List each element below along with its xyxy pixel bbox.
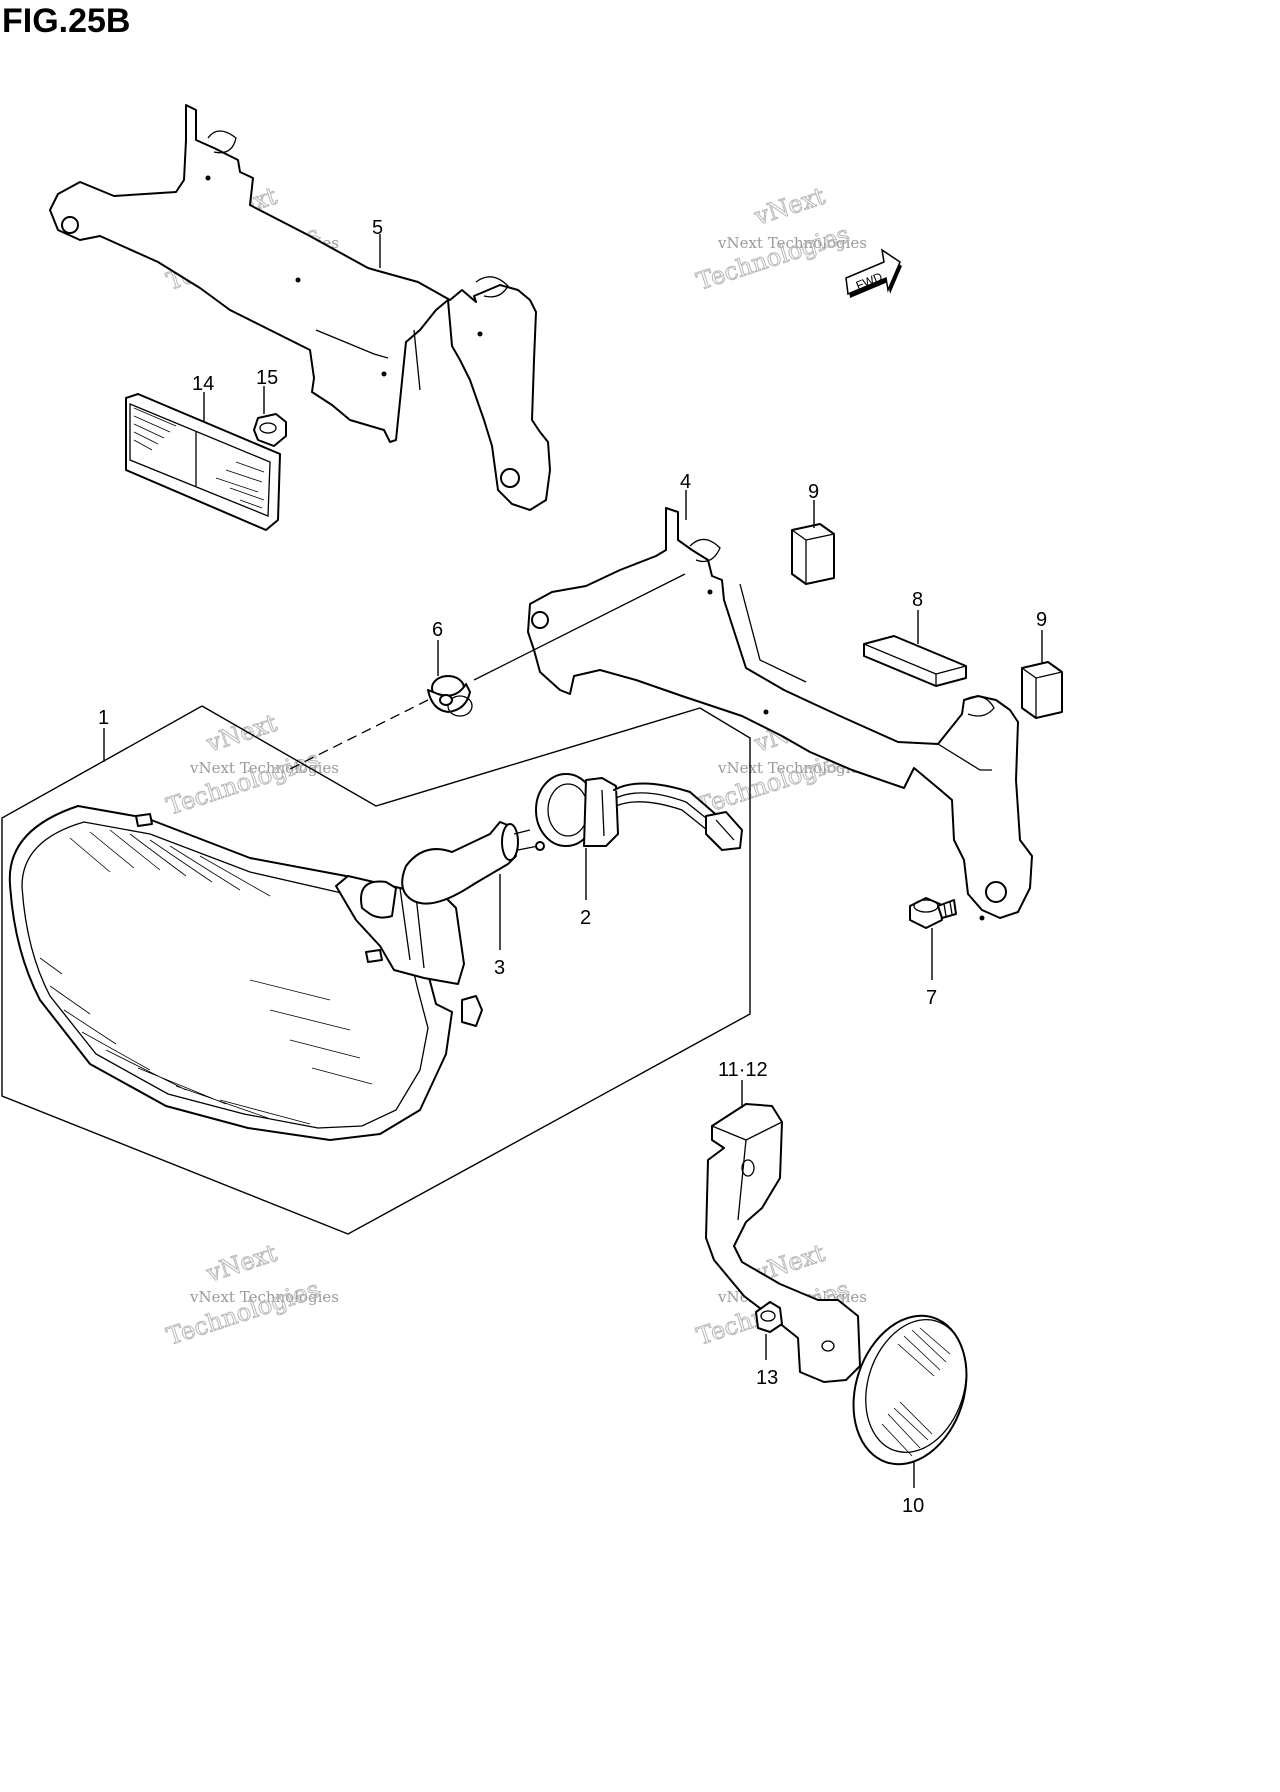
- svg-text:Technologies: Technologies: [163, 745, 323, 821]
- alignment-line: [473, 573, 686, 681]
- part-13-nut: [755, 1301, 783, 1333]
- part-2-socket: [535, 773, 743, 851]
- part-8-cushion: [863, 635, 967, 687]
- callout-13: 13: [756, 1367, 778, 1389]
- part-9-cushion-upper: [791, 523, 835, 585]
- callout-9-upper: 9: [808, 481, 819, 503]
- part-7-bolt: [909, 897, 957, 929]
- callout-11-12: 11·12: [718, 1059, 768, 1081]
- callout-14: 14: [192, 373, 214, 395]
- part-14-reflector: [125, 393, 281, 531]
- svg-text:Technologies: Technologies: [693, 220, 853, 296]
- alignment-line-dashed: [287, 699, 429, 771]
- part-3-bulb: [401, 821, 545, 905]
- svg-text:vNext Technologies: vNext Technologies: [717, 759, 867, 777]
- svg-text:vNext: vNext: [202, 1239, 280, 1288]
- part-1-tail-lamp: [1, 705, 751, 1235]
- part-10-reflector: [852, 1314, 968, 1466]
- callout-8: 8: [912, 589, 923, 611]
- fwd-arrow-icon: FWD: [845, 248, 902, 298]
- watermark-mid-left: vNext vNext Technologies Technologies: [163, 708, 339, 821]
- callout-10: 10: [902, 1495, 924, 1517]
- callout-2: 2: [580, 907, 591, 929]
- figure-title: FIG.25B: [2, 2, 131, 40]
- callout-9-lower: 9: [1036, 609, 1047, 631]
- callout-7: 7: [926, 987, 937, 1009]
- part-5-bracket: [49, 104, 551, 511]
- svg-text:vNext: vNext: [750, 182, 828, 231]
- watermark-top-right: vNext vNext Technologies Technologies: [693, 181, 867, 296]
- svg-text:vNext Technologies: vNext Technologies: [189, 1288, 339, 1306]
- svg-text:vNext Technologies: vNext Technologies: [717, 234, 867, 252]
- part-6-grommet: [427, 675, 473, 717]
- callout-1: 1: [98, 707, 109, 729]
- part-4-bracket: [527, 507, 1033, 921]
- leader-lines: [103, 234, 1043, 1488]
- callout-15: 15: [256, 367, 278, 389]
- callout-6: 6: [432, 619, 443, 641]
- callout-4: 4: [680, 471, 691, 493]
- part-11-12-bracket: [705, 1103, 861, 1383]
- callout-3: 3: [494, 957, 505, 979]
- watermark-bottom-left: vNext vNext Technologies Technologies: [163, 1238, 339, 1351]
- svg-text:Technologies: Technologies: [163, 1275, 323, 1351]
- part-15-nut: [253, 413, 287, 447]
- svg-text:vNext: vNext: [202, 709, 280, 758]
- callout-5: 5: [372, 217, 383, 239]
- part-9-cushion-lower: [1021, 661, 1063, 719]
